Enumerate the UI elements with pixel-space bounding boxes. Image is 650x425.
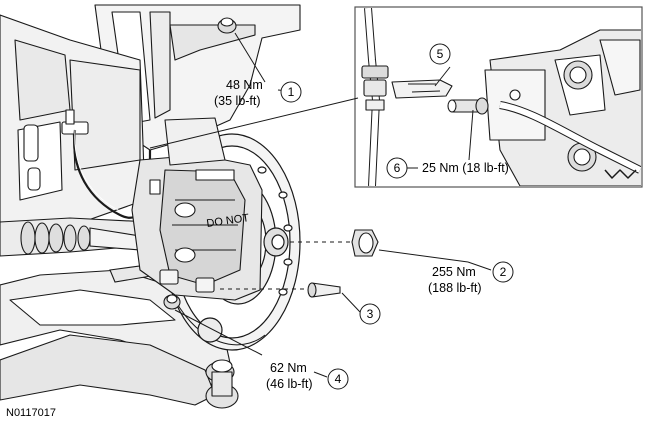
callout-4-torque-lbft: (46 lb-ft)	[266, 377, 313, 391]
callout-3: 3	[359, 303, 381, 325]
callout-1: 48 Nm (35 lb-ft) 1	[214, 78, 302, 108]
callout-1-circle	[280, 81, 302, 103]
frame-structure	[0, 4, 301, 241]
brake-caliper	[131, 117, 263, 301]
hub-label: DO NOT	[206, 212, 250, 230]
detail-inset	[354, 6, 643, 188]
callout-6-number: 6	[394, 161, 401, 175]
callout-6-circle	[386, 157, 408, 179]
ball-joint-nut	[163, 294, 181, 310]
callout-6-torque: 25 Nm (18 lb-ft)	[422, 161, 509, 175]
callout-4: 62 Nm (46 lb-ft) 4	[266, 361, 349, 391]
callout-2-number: 2	[500, 265, 507, 279]
callout-2-circle	[492, 261, 514, 283]
callout-5-number: 5	[437, 47, 444, 61]
callout-3-circle	[359, 303, 381, 325]
callout-5: 5	[429, 43, 451, 65]
callout-2-torque-lbft: (188 lb-ft)	[428, 281, 482, 295]
caliper-bolt	[220, 282, 341, 298]
hub-nut	[290, 229, 379, 257]
callout-1-torque-lbft: (35 lb-ft)	[214, 94, 261, 108]
callout-1-torque-nm: 48 Nm	[226, 78, 263, 92]
callout-4-torque-nm: 62 Nm	[270, 361, 307, 375]
detail-leader	[149, 97, 359, 149]
callout-3-number: 3	[367, 307, 374, 321]
figure-id: N0117017	[6, 407, 56, 419]
callout-5-circle	[429, 43, 451, 65]
callout-4-number: 4	[335, 372, 342, 386]
callout-4-circle	[327, 368, 349, 390]
callout-2-torque-nm: 255 Nm	[432, 265, 476, 279]
callout-6: 6 25 Nm (18 lb-ft)	[386, 157, 509, 179]
callout-2: 255 Nm (188 lb-ft) 2	[428, 261, 514, 295]
callout-1-number: 1	[288, 85, 295, 99]
strut-nut	[217, 17, 237, 34]
